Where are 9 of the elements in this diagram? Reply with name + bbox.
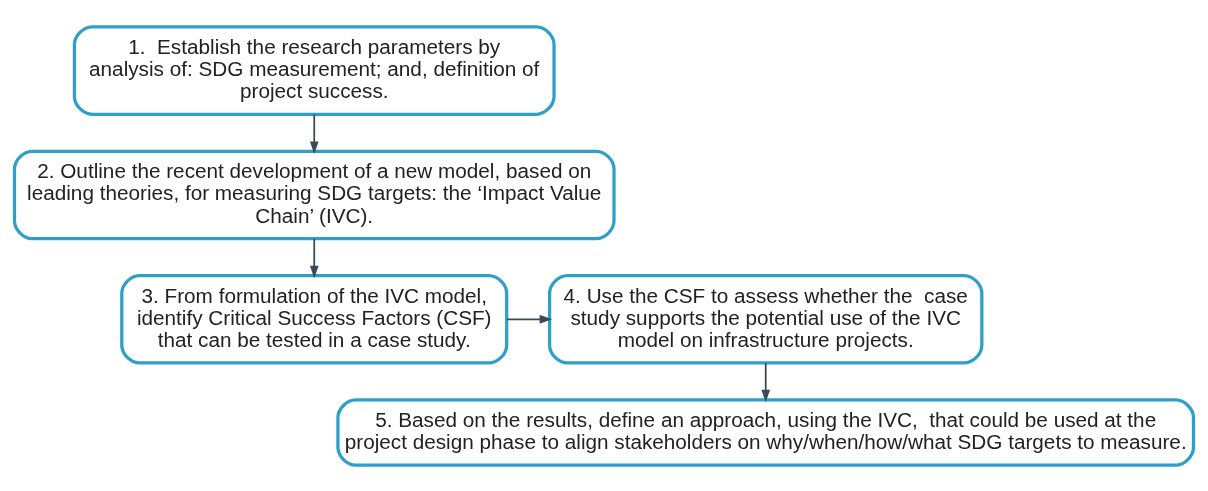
node-box: 5. Based on the results, define an approach, using the IVC, that could be used at the project design phase to align stakeholders on why/when/how/what SDG targets to measure. xyxy=(336,397,1196,467)
node-box: 4. Use the CSF to assess whether the case study supports the potential use of the IVC model on infrastructure projects. xyxy=(547,273,984,365)
node-box: 1. Establish the research parameters by analysis of: SDG measurement; and, definition of project success. xyxy=(72,24,556,116)
node-box: 3. From formulation of the IVC model, identify Critical Success Factors (CSF) that can be tested in a case study. xyxy=(120,273,509,365)
arrow xyxy=(506,314,553,324)
arrow xyxy=(309,113,319,154)
arrow xyxy=(761,361,771,402)
node-box: 2. Outline the recent development of a new model, based on leading theories, for measuring SDG targets: the ‘Impact Value Chain’ (IVC). xyxy=(12,149,616,240)
arrow xyxy=(309,237,319,278)
